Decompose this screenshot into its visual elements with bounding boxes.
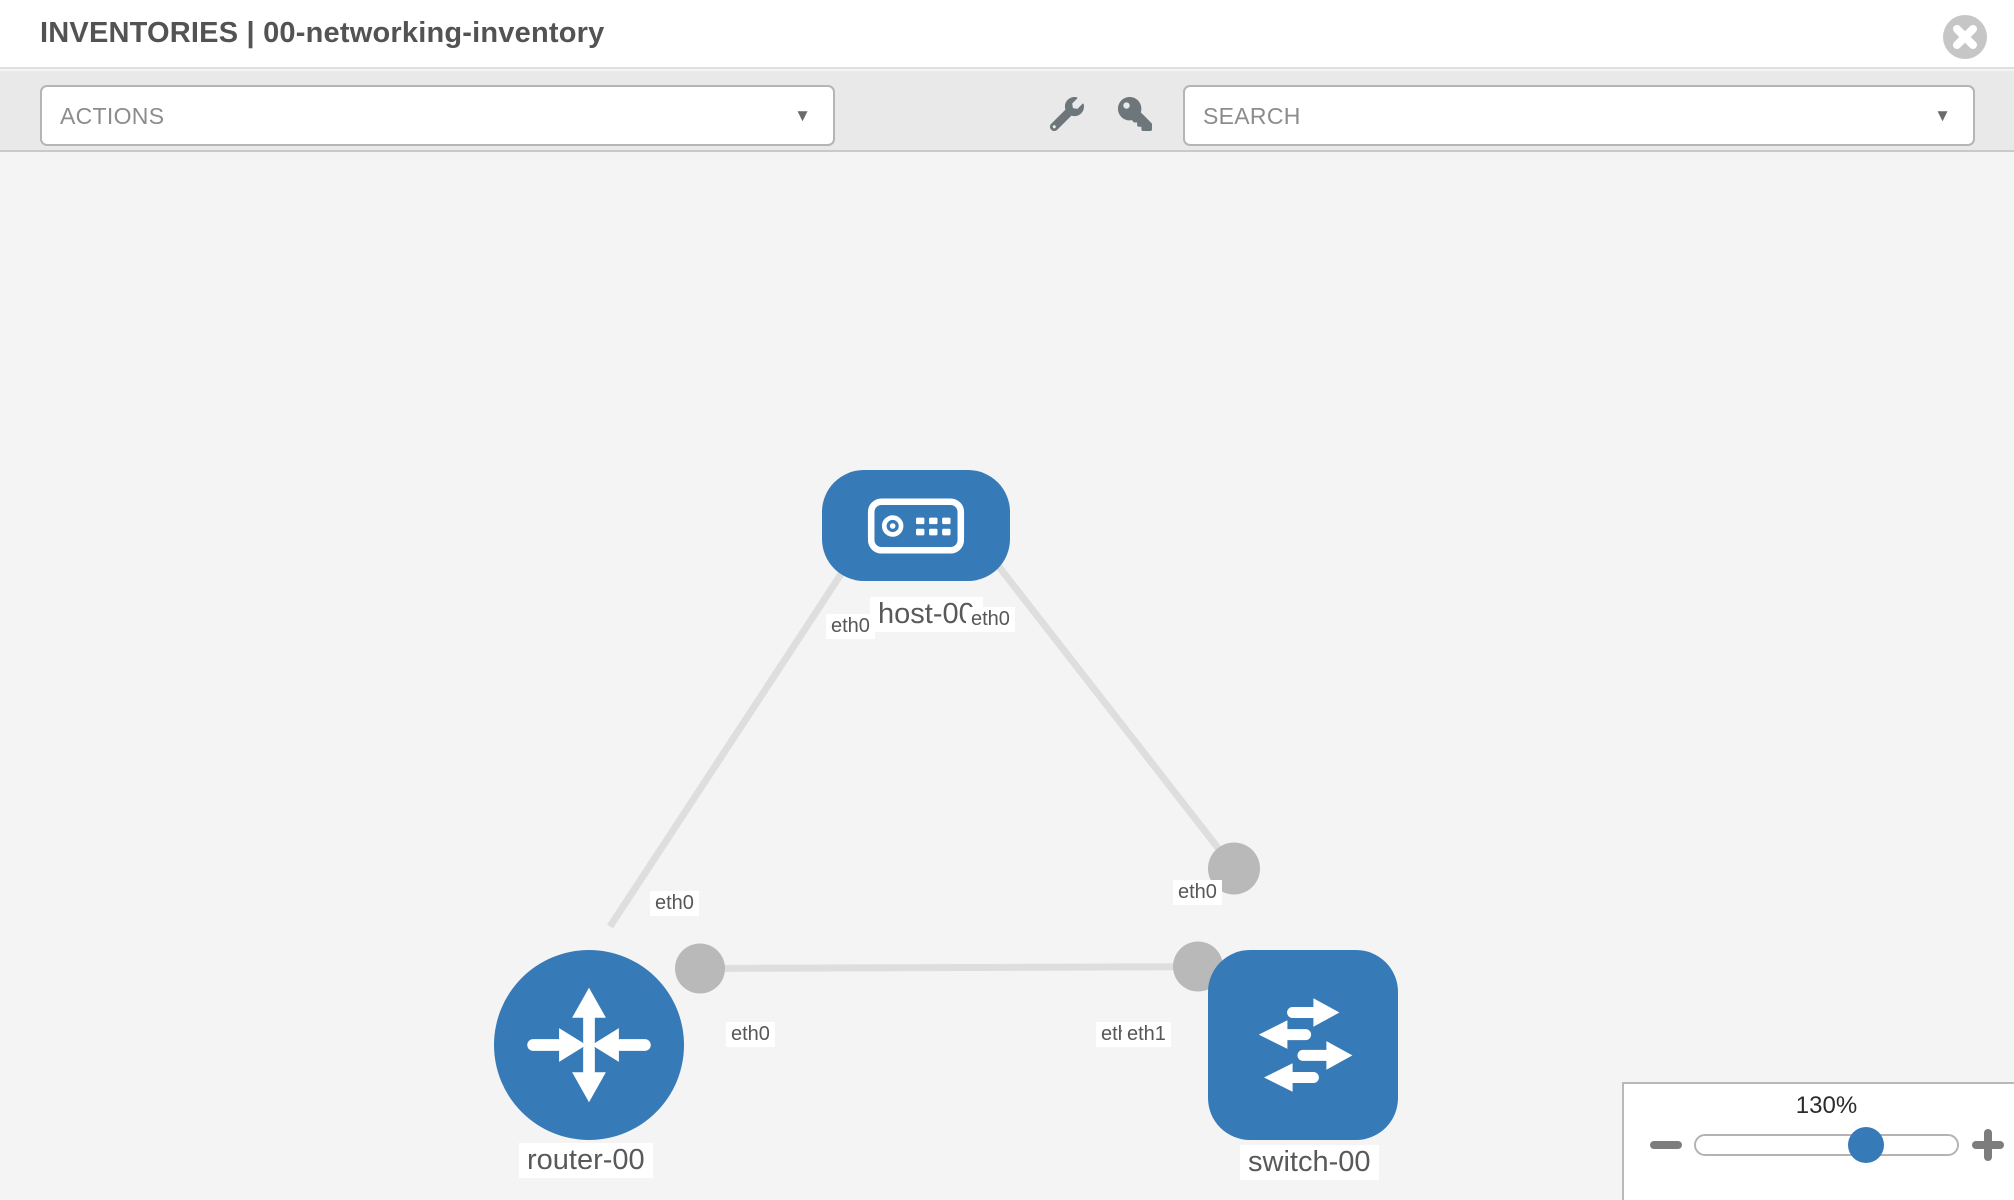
server-icon — [867, 498, 965, 554]
switch-icon — [1258, 998, 1353, 1092]
interface-dot-router[interactable] — [675, 943, 725, 994]
page-title: INVENTORIES | 00-networking-inventory — [40, 17, 605, 49]
search-dropdown[interactable]: SEARCH ▼ — [1183, 85, 1975, 146]
search-placeholder: SEARCH — [1203, 103, 1301, 129]
actions-dropdown-label: ACTIONS — [60, 103, 165, 129]
toolbar: ACTIONS ▼ SEARCH ▼ — [0, 71, 2014, 152]
interface-label-host-right: eth0 — [966, 607, 1015, 632]
close-icon — [1943, 15, 1987, 59]
router-icon — [527, 987, 651, 1103]
zoom-slider-track[interactable] — [1694, 1134, 1959, 1156]
node-label-router: router-00 — [519, 1143, 653, 1178]
zoom-slider-thumb[interactable] — [1848, 1127, 1884, 1163]
zoom-level: 130% — [1795, 1092, 1858, 1119]
interface-label-switch-horizontal-front: eth1 — [1122, 1022, 1171, 1047]
node-host-00[interactable] — [822, 470, 1010, 581]
chevron-down-icon: ▼ — [1934, 106, 1951, 125]
node-router-00[interactable] — [494, 950, 684, 1140]
node-label-host: host-00 — [870, 597, 983, 632]
wrench-button[interactable] — [1049, 97, 1084, 132]
interface-label-router-horizontal: eth0 — [726, 1022, 775, 1047]
node-switch-00[interactable] — [1208, 950, 1398, 1140]
actions-dropdown[interactable]: ACTIONS ▼ — [40, 85, 835, 146]
close-button[interactable] — [1942, 14, 1988, 60]
key-button[interactable] — [1118, 97, 1152, 131]
zoom-out-button[interactable] — [1650, 1141, 1682, 1149]
wrench-icon — [1049, 97, 1084, 132]
zoom-in-button[interactable] — [1972, 1129, 2004, 1161]
plus-icon — [1984, 1129, 1992, 1161]
zoom-control-panel: 130% — [1622, 1082, 2014, 1200]
links-layer — [607, 474, 1260, 994]
interface-label-switch-diagonal: eth0 — [1173, 880, 1222, 905]
node-label-switch: switch-00 — [1240, 1145, 1379, 1180]
key-icon — [1118, 97, 1152, 131]
chevron-down-icon: ▼ — [794, 106, 811, 125]
header: INVENTORIES | 00-networking-inventory — [0, 0, 2014, 69]
interface-label-router-diagonal: eth0 — [650, 891, 699, 916]
interface-label-host-left: eth0 — [826, 614, 875, 639]
topology-canvas[interactable]: host-00 router-00 switch-00 eth0 eth0 et… — [0, 153, 2014, 1200]
link-router-switch[interactable] — [699, 963, 1241, 972]
